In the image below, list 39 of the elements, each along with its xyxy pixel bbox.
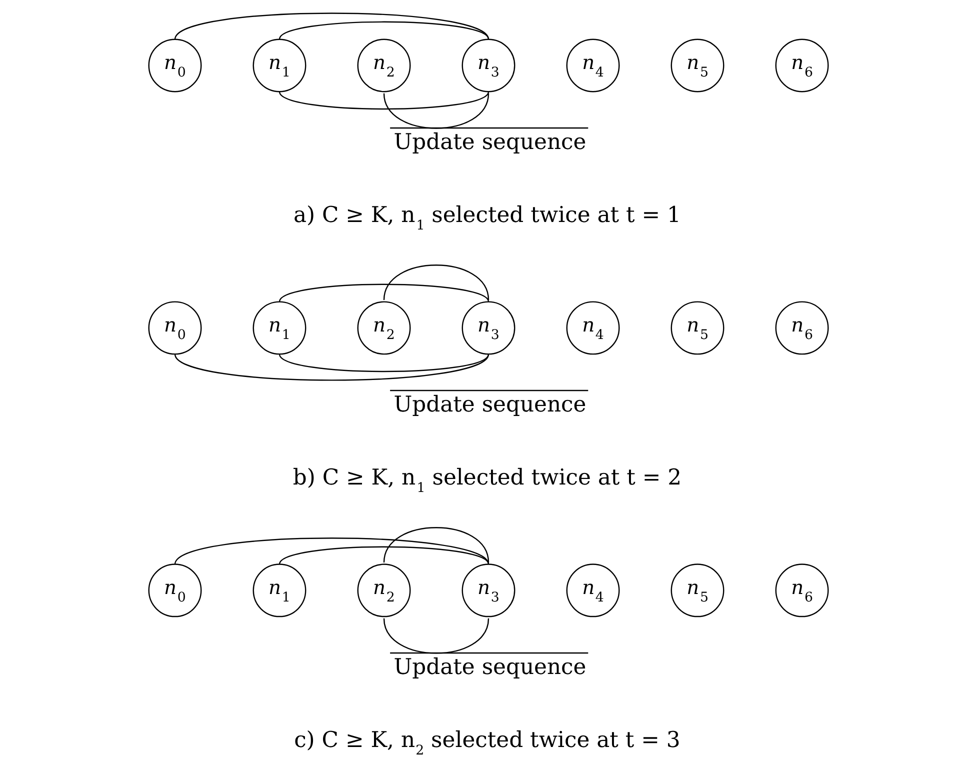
label: c) C ≥ K, n$_{2}$ selected twice at t = 3 [294,728,680,759]
connector [174,12,489,40]
node-circle: n$_{5}$ [670,301,724,355]
node-circle: n$_{0}$ [148,301,202,355]
node-circle: n$_{0}$ [148,564,202,618]
connector [279,91,489,110]
node-circle: n$_{2}$ [357,301,411,355]
node-circle: n$_{1}$ [252,564,306,618]
node-circle: n$_{2}$ [357,564,411,618]
label: b) C ≥ K, n$_{1}$ selected twice at t = 2 [292,466,682,496]
node-circle: n$_{4}$ [566,38,620,92]
connector [383,527,490,563]
node-circle: n$_{4}$ [566,301,620,355]
connector [383,618,490,654]
label: a) C ≥ K, n$_{1}$ selected twice at t = 1 [293,203,681,234]
node-circle: n$_{3}$ [462,38,516,92]
node-circle: n$_{5}$ [670,38,724,92]
node-circle: n$_{5}$ [670,564,724,618]
connector [383,93,490,129]
connector [383,264,490,300]
node-circle: n$_{1}$ [252,301,306,355]
node-circle: n$_{2}$ [357,38,411,92]
node-circle: n$_{6}$ [775,301,829,355]
connector [174,538,489,565]
connector [174,354,489,381]
node-circle: n$_{4}$ [566,564,620,618]
label: Update sequence [394,392,586,418]
node-circle: n$_{0}$ [148,38,202,92]
node-circle: n$_{6}$ [775,38,829,92]
node-circle: n$_{1}$ [252,38,306,92]
connector [279,284,489,302]
node-circle: n$_{3}$ [462,564,516,618]
node-circle: n$_{3}$ [462,301,516,355]
connector [279,354,489,372]
node-circle: n$_{6}$ [775,564,829,618]
connector [279,21,489,40]
connector [279,546,489,565]
label: Update sequence [394,130,586,156]
label: Update sequence [394,655,586,680]
